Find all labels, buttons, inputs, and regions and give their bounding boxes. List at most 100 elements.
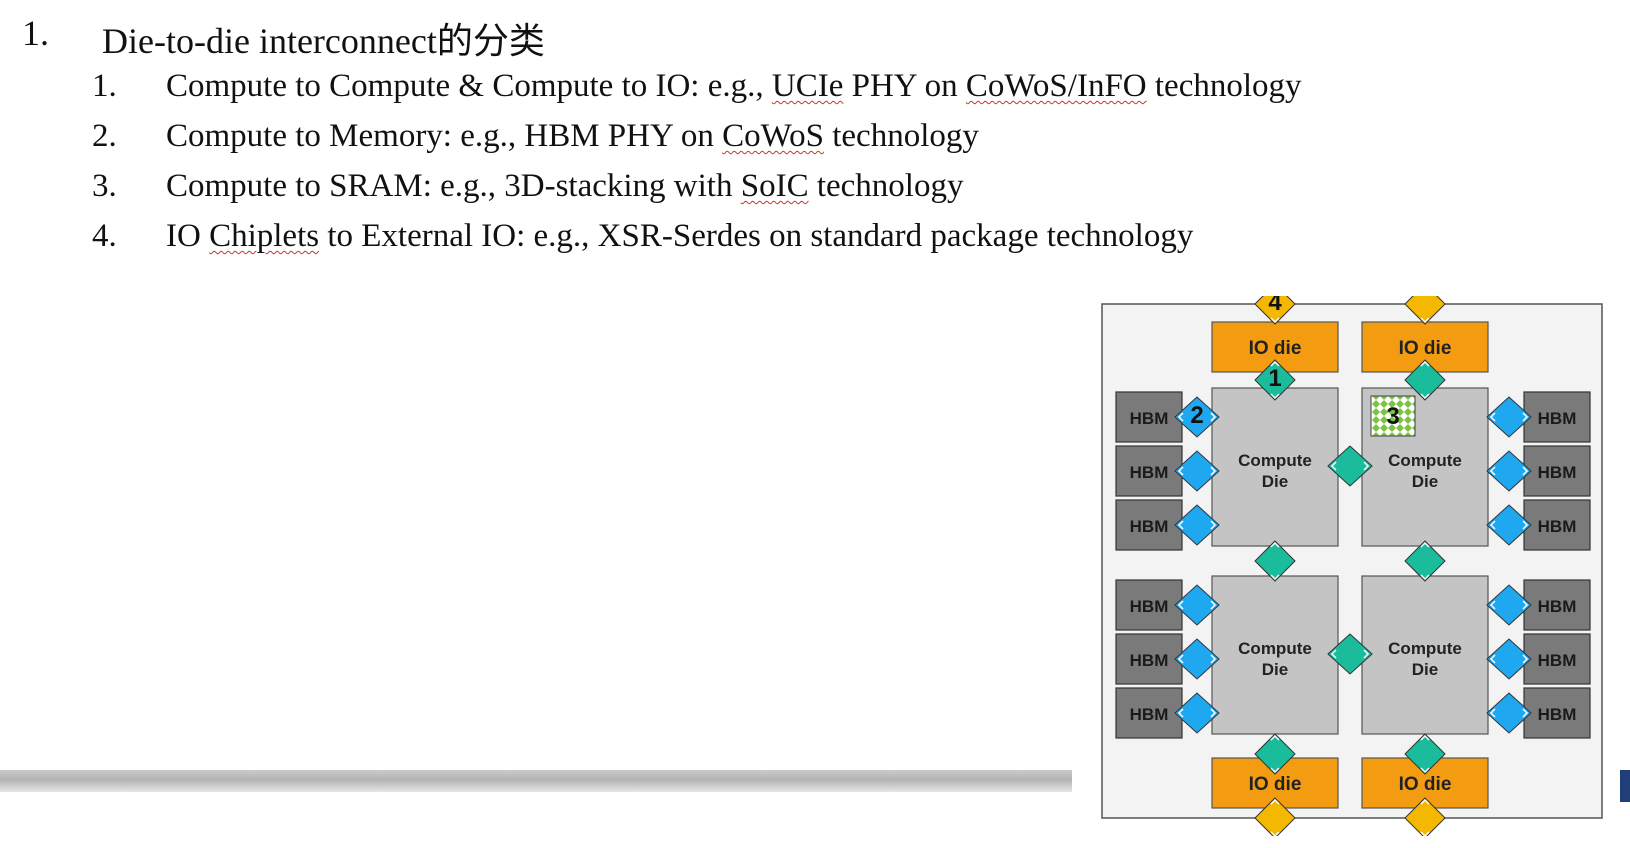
arrow-tip-mark [1270, 393, 1280, 400]
interconnect-arrow [1174, 396, 1220, 438]
arrow-tip-mark [1270, 734, 1280, 741]
compute-die-label: Compute [1388, 451, 1462, 470]
arrow-tip-mark [1177, 654, 1184, 664]
item-1-term-cowos-info: CoWoS/InFO [965, 68, 1147, 104]
interconnect-arrow [1486, 584, 1532, 626]
hbm-label: HBM [1130, 651, 1169, 670]
interconnect-arrow [1174, 504, 1220, 546]
interconnect-arrow [1254, 296, 1296, 325]
hbm-stack [1115, 687, 1183, 739]
slide-divider-bar [0, 770, 1072, 792]
interconnect-arrow [1254, 359, 1296, 401]
hbm-label: HBM [1130, 597, 1169, 616]
arrow-tip-mark [1489, 412, 1496, 422]
compute-die [1361, 575, 1489, 735]
arrow-tip-mark [1210, 654, 1217, 664]
arrow-tip-mark [1270, 541, 1280, 548]
package-substrate [1101, 303, 1603, 819]
item-2-part: technology [823, 118, 979, 154]
item-3-term-soic: SoIC [740, 168, 809, 204]
arrow-tip-mark [1420, 734, 1430, 741]
arrow-tip-mark [1177, 520, 1184, 530]
arrow-tip-mark [1522, 466, 1529, 476]
arrow-tip-mark [1420, 574, 1430, 581]
hbm-stack [1523, 499, 1591, 551]
interconnect-arrow [1174, 584, 1220, 626]
compute-die-label: Die [1412, 660, 1438, 679]
item-1-part: PHY on [843, 68, 966, 104]
arrow-tip-mark [1420, 317, 1430, 324]
item-4-part: to External IO: e.g., XSR-Serdes on stan… [319, 218, 1194, 254]
arrow-tip-mark [1270, 360, 1280, 367]
compute-die-label: Compute [1238, 639, 1312, 658]
item-4-term-chiplets: Chiplets [209, 218, 320, 254]
item-2-number: 2. [92, 118, 117, 154]
interconnect-arrow [1174, 450, 1220, 492]
hbm-label: HBM [1538, 705, 1577, 724]
compute-die-label: Compute [1388, 639, 1462, 658]
item-1-part: Compute to Compute & Compute to IO: e.g.… [166, 68, 772, 104]
interconnect-arrow [1404, 733, 1446, 775]
arrow-tip-mark [1522, 600, 1529, 610]
io-die-label: IO die [1249, 338, 1302, 359]
arrow-tip-mark [1489, 708, 1496, 718]
interconnect-arrow [1486, 450, 1532, 492]
io-die-label: IO die [1249, 774, 1302, 795]
item-4-text: IO Chiplets to External IO: e.g., XSR-Se… [166, 218, 1193, 255]
interconnect-type-marker: 1 [1268, 365, 1281, 392]
hbm-label: HBM [1130, 409, 1169, 428]
arrow-tip-mark [1420, 767, 1430, 774]
hbm-stack [1523, 445, 1591, 497]
interconnect-arrow [1486, 396, 1532, 438]
interconnect-type-marker: 4 [1268, 296, 1282, 316]
arrow-tip-mark [1210, 412, 1217, 422]
interconnect-arrow [1404, 359, 1446, 401]
interconnect-arrow [1486, 692, 1532, 734]
item-1-number: 1. [92, 68, 117, 104]
interconnect-type-marker: 2 [1190, 402, 1203, 429]
item-1-part: technology [1146, 68, 1302, 104]
hbm-stack [1115, 633, 1183, 685]
arrow-tip-mark [1363, 461, 1370, 471]
interconnect-arrow [1254, 540, 1296, 582]
io-die-label: IO die [1399, 774, 1452, 795]
item-3-part: technology [808, 168, 964, 204]
hbm-label: HBM [1130, 705, 1169, 724]
io-die-label: IO die [1399, 338, 1452, 359]
hbm-label: HBM [1538, 597, 1577, 616]
arrow-tip-mark [1489, 600, 1496, 610]
item-1-text: Compute to Compute & Compute to IO: e.g.… [166, 68, 1302, 105]
item-2-term-cowos: CoWoS [722, 118, 824, 154]
hbm-stack [1115, 391, 1183, 443]
compute-die-label: Die [1262, 660, 1288, 679]
hbm-stack [1523, 391, 1591, 443]
arrow-tip-mark [1330, 461, 1337, 471]
heading-number: 1. [22, 13, 49, 53]
slide-edge-mark [1620, 770, 1630, 802]
arrow-tip-mark [1177, 600, 1184, 610]
hbm-label: HBM [1538, 651, 1577, 670]
interconnect-arrow [1404, 296, 1446, 325]
arrow-tip-mark [1420, 541, 1430, 548]
hbm-stack [1115, 499, 1183, 551]
arrow-tip-mark [1270, 831, 1280, 836]
item-1-term-ucie: UCIe [771, 68, 844, 104]
hbm-label: HBM [1130, 517, 1169, 536]
compute-die-label: Die [1412, 472, 1438, 491]
arrow-tip-mark [1522, 520, 1529, 530]
heading-text: Die-to-die interconnect的分类 [102, 21, 545, 61]
item-3-number: 3. [92, 168, 117, 204]
interconnect-arrow [1486, 638, 1532, 680]
arrow-tip-mark [1420, 360, 1430, 367]
arrow-tip-mark [1270, 574, 1280, 581]
compute-die [1211, 387, 1339, 547]
interconnect-arrow [1404, 797, 1446, 836]
item-3-part: Compute to SRAM: e.g., 3D-stacking with [166, 168, 741, 204]
interconnect-arrow [1327, 633, 1373, 675]
item-2-text: Compute to Memory: e.g., HBM PHY on CoWo… [166, 118, 979, 155]
item-4-part: IO [166, 218, 210, 254]
arrow-tip-mark [1210, 600, 1217, 610]
item-3-text: Compute to SRAM: e.g., 3D-stacking with … [166, 168, 963, 205]
arrow-tip-mark [1177, 412, 1184, 422]
arrow-tip-mark [1522, 412, 1529, 422]
